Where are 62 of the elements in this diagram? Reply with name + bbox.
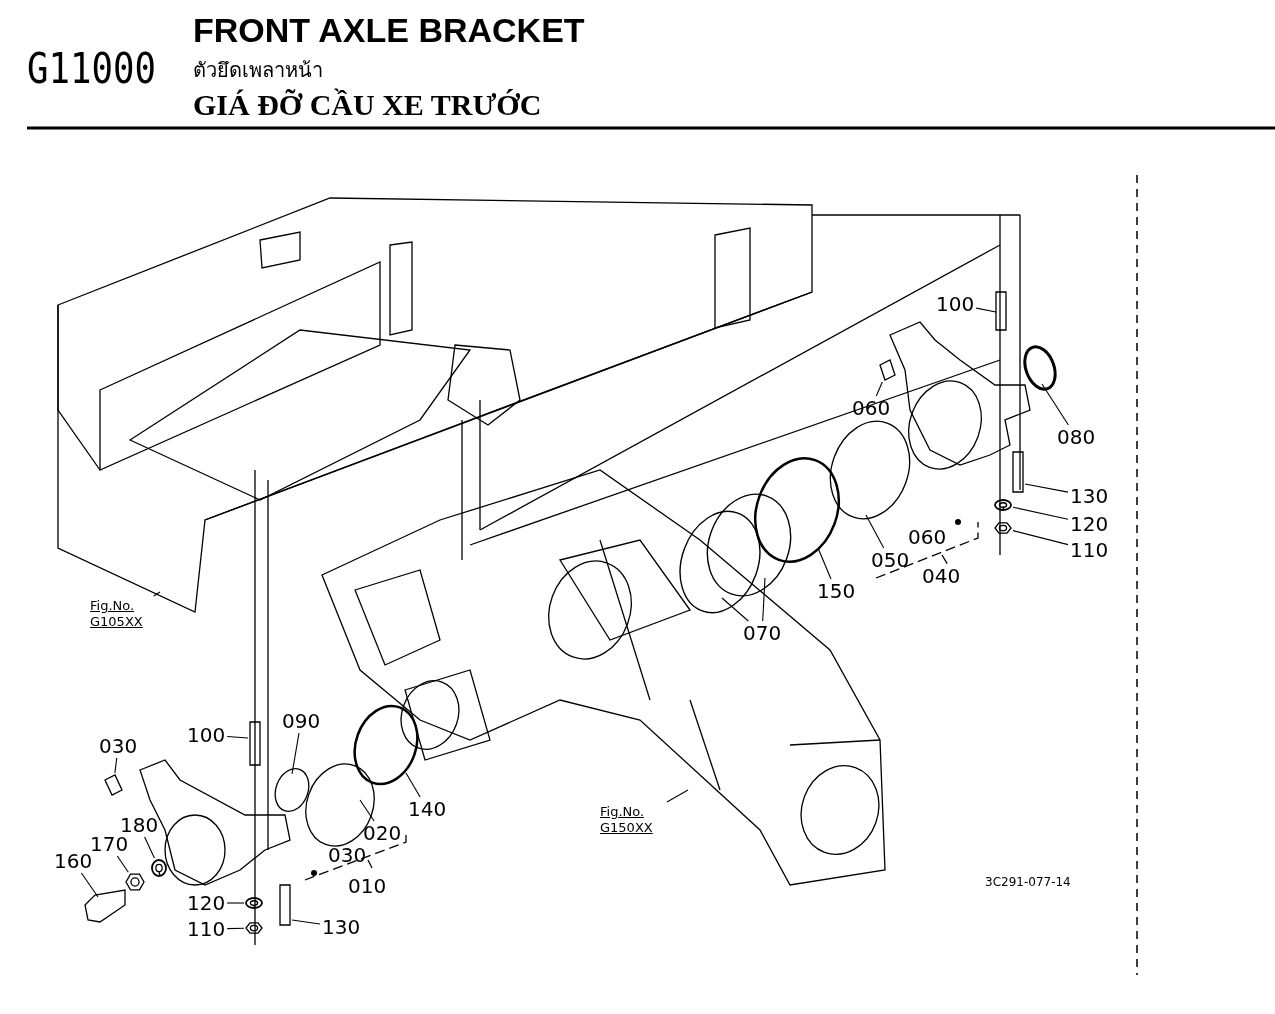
washer-drawing xyxy=(994,499,1012,511)
leader-line xyxy=(1012,506,1069,520)
callout-number: 130 xyxy=(322,917,361,937)
callout-number: 100 xyxy=(187,725,226,745)
callout-number: 150 xyxy=(817,581,856,601)
leader-line xyxy=(291,732,300,775)
leader-line xyxy=(762,577,766,622)
leader-line xyxy=(226,735,249,739)
leader-line xyxy=(721,597,749,622)
leader-line xyxy=(116,855,129,873)
grease-nipple-drawing xyxy=(879,359,896,381)
callout-number: 100 xyxy=(936,294,975,314)
callout-number: 060 xyxy=(908,527,947,547)
callout-number: 040 xyxy=(922,566,961,586)
leader-line xyxy=(359,799,375,822)
leader-line xyxy=(975,307,997,313)
leader-line xyxy=(80,872,99,898)
callout-number: 180 xyxy=(120,815,159,835)
leader-line xyxy=(1024,483,1069,493)
callout-number: 030 xyxy=(99,736,138,756)
leader-line xyxy=(291,919,321,925)
washer-drawing xyxy=(151,859,167,877)
callout-number: 090 xyxy=(282,711,321,731)
leader-line xyxy=(817,547,832,580)
callout-number: 110 xyxy=(1070,540,1109,560)
leader-line xyxy=(666,789,689,803)
callout-number: 010 xyxy=(348,876,387,896)
figure-reference: Fig.No. G150XX xyxy=(600,804,670,837)
subtitle: GIÁ ĐỠ CẦU XE TRƯỚC xyxy=(193,90,542,120)
callout-number: 060 xyxy=(852,398,891,418)
leader-line xyxy=(1041,383,1069,426)
washer-drawing xyxy=(245,897,263,909)
leader-line xyxy=(153,591,161,597)
callout-number: 160 xyxy=(54,851,93,871)
leader-line xyxy=(875,381,883,397)
grease-nipple-drawing xyxy=(104,774,123,796)
callout-number: 070 xyxy=(743,623,782,643)
nut-drawing xyxy=(994,522,1012,534)
leader-line xyxy=(226,902,245,904)
subtitle: ตัวยึดเพลาหน้า xyxy=(193,60,323,80)
callout-number: 110 xyxy=(187,919,226,939)
diagram-title: FRONT AXLE BRACKET xyxy=(193,13,585,47)
figure-reference: Fig.No. G105XX xyxy=(90,598,160,631)
callout-number: 140 xyxy=(408,799,447,819)
nut-drawing xyxy=(245,922,263,934)
callout-number: 020 xyxy=(363,823,402,843)
callout-number: 170 xyxy=(90,834,129,854)
leader-line xyxy=(226,927,245,930)
figure-number: G11000 xyxy=(27,48,156,90)
nut-drawing xyxy=(125,873,145,891)
leader-line xyxy=(144,836,155,859)
leader-line xyxy=(865,514,885,549)
callout-number: 120 xyxy=(187,893,226,913)
callout-number: 030 xyxy=(328,845,367,865)
callout-number: 080 xyxy=(1057,427,1096,447)
leader-line xyxy=(1012,530,1069,546)
callout-number: 120 xyxy=(1070,514,1109,534)
leader-line xyxy=(114,757,118,774)
drawing-code: 3C291-077-14 xyxy=(985,876,1071,888)
callout-number: 050 xyxy=(871,550,910,570)
callout-number: 130 xyxy=(1070,486,1109,506)
leader-line xyxy=(405,772,421,798)
